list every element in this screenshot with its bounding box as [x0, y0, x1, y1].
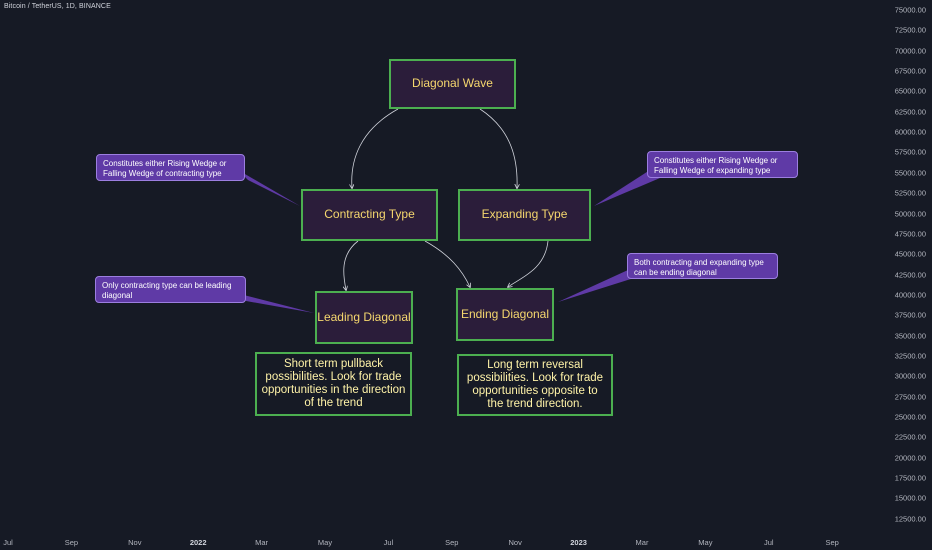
price-tick: 60000.00: [894, 127, 926, 137]
price-tick: 45000.00: [894, 249, 926, 259]
contracting-type-label: Contracting Type: [324, 207, 415, 222]
leading-diagonal-box[interactable]: Leading Diagonal: [315, 291, 413, 344]
price-tick: 12500.00: [894, 514, 926, 524]
price-tick: 50000.00: [894, 209, 926, 218]
price-tick: 67500.00: [894, 66, 926, 76]
time-tick: 2023: [570, 538, 587, 547]
price-tick: 75000.00: [894, 5, 926, 15]
price-tick: 27500.00: [894, 392, 926, 402]
diagonal-wave-label: Diagonal Wave: [412, 76, 493, 91]
price-tick: 65000.00: [894, 86, 926, 96]
leading-note-text: Short term pullback possibilities. Look …: [261, 357, 406, 410]
callout-contracting[interactable]: Constitutes either Rising Wedge or Falli…: [96, 154, 245, 181]
price-tick: 32500.00: [894, 351, 926, 361]
arrow-expanding-to-ending: [508, 240, 549, 287]
price-tick: 40000.00: [894, 290, 926, 300]
time-tick: Jul: [764, 538, 774, 547]
time-tick: May: [317, 538, 333, 547]
time-tick: May: [698, 538, 713, 547]
pointer-ending: [558, 270, 634, 302]
callout-expanding[interactable]: Constitutes either Rising Wedge or Falli…: [647, 151, 798, 178]
price-tick: 42500.00: [894, 270, 926, 280]
callout-ending[interactable]: Both contracting and expanding type can …: [627, 253, 778, 279]
diagonal-wave-box[interactable]: Diagonal Wave: [389, 59, 516, 109]
ending-diagonal-box[interactable]: Ending Diagonal: [456, 288, 554, 341]
pointer-expanding: [594, 170, 660, 206]
price-tick: 55000.00: [894, 168, 926, 178]
price-tick: 72500.00: [894, 25, 926, 35]
callout-leading[interactable]: Only contracting type can be leading dia…: [95, 276, 246, 303]
price-tick: 47500.00: [894, 229, 926, 239]
leading-diagonal-label: Leading Diagonal: [317, 309, 411, 324]
price-tick: 30000.00: [894, 371, 926, 381]
price-tick: 15000.00: [894, 493, 926, 503]
expanding-type-box[interactable]: Expanding Type: [458, 189, 591, 241]
time-tick: Nov: [128, 538, 142, 547]
price-tick: 57500.00: [894, 147, 926, 157]
price-tick: 62500.00: [894, 107, 926, 117]
pointer-leading: [236, 293, 314, 313]
time-tick: Mar: [635, 538, 649, 547]
callout-contracting-text: Constitutes either Rising Wedge or Falli…: [103, 159, 227, 178]
time-axis[interactable]: Jul Sep Nov 2022 Mar May Jul Sep Nov 2023 Mar May Ju…: [0, 536, 888, 550]
price-tick: 22500.00: [894, 432, 926, 442]
price-tick: 35000.00: [894, 331, 926, 341]
ending-note-box[interactable]: Long term reversal possibilities. Look f…: [457, 354, 613, 416]
leading-note-box[interactable]: Short term pullback possibilities. Look …: [255, 352, 412, 416]
price-tick: 37500.00: [894, 310, 926, 320]
price-tick: 70000.00: [894, 46, 926, 56]
arrow-contracting-to-leading: [344, 240, 359, 290]
arrow-wave-to-contracting: [352, 108, 399, 188]
time-tick: Sep: [64, 538, 79, 547]
price-tick: 20000.00: [894, 453, 926, 463]
price-axis[interactable]: 75000.00 72500.00 70000.00 67500.00 65000.00…: [888, 0, 932, 550]
expanding-type-label: Expanding Type: [481, 207, 568, 222]
callout-leading-text: Only contracting type can be leading dia…: [102, 281, 232, 300]
time-tick: Mar: [255, 538, 269, 547]
ending-note-text: Long term reversal possibilities. Look f…: [466, 358, 604, 411]
ending-diagonal-label: Ending Diagonal: [460, 306, 550, 321]
contracting-type-box[interactable]: Contracting Type: [301, 189, 438, 241]
time-tick: Nov: [508, 538, 522, 547]
time-tick: Jul: [3, 538, 13, 547]
price-tick: 25000.00: [894, 412, 926, 422]
time-tick: Sep: [825, 538, 839, 547]
time-tick: Jul: [383, 538, 394, 547]
symbol-title: Bitcoin / TetherUS, 1D, BINANCE: [4, 3, 111, 10]
callout-expanding-text: Constitutes either Rising Wedge or Falli…: [654, 156, 778, 175]
pointer-contracting: [238, 170, 300, 206]
time-tick: 2022: [189, 538, 207, 547]
arrow-wave-to-expanding: [479, 108, 517, 188]
callout-ending-text: Both contracting and expanding type can …: [634, 258, 764, 277]
price-tick: 17500.00: [894, 473, 926, 483]
arrow-contracting-to-ending: [424, 240, 470, 287]
price-tick: 52500.00: [894, 188, 926, 198]
time-tick: Sep: [445, 538, 459, 547]
